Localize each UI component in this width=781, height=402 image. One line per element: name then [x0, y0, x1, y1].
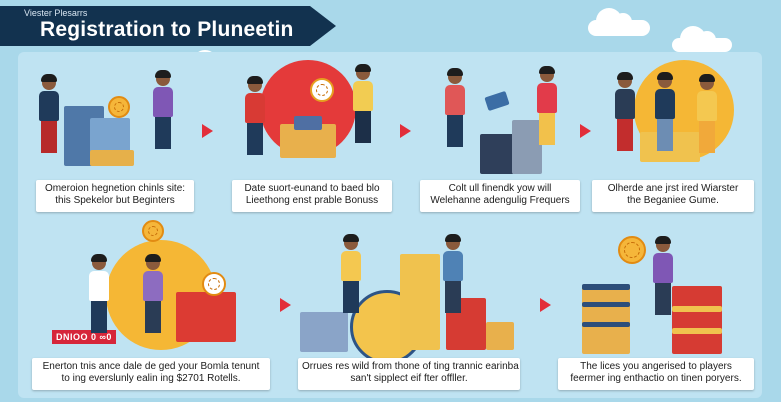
banner-subtitle: Viester Plesarrs	[24, 8, 88, 18]
step-arrow-icon	[202, 124, 213, 138]
title-banner: Viester Plesarrs Registration to Pluneet…	[0, 6, 336, 46]
step-4-line2: the Beganiee Gume.	[627, 195, 719, 206]
cloud-decoration	[672, 26, 732, 52]
step-1-line2: this Spekelor but Beginters	[55, 195, 175, 206]
step-6-line2: san't sipplect eif fter offller.	[350, 373, 468, 384]
step-1-illustration	[34, 66, 182, 176]
step-3-line1: Colt ull finendk yow will	[448, 183, 552, 194]
step-5-caption: Enerton tnis ance dale de ged your Bomla…	[32, 358, 270, 390]
step-1-caption: Omeroion hegnetion chinls site: this Spe…	[36, 180, 194, 212]
cloud-decoration	[588, 8, 650, 36]
step-5-illustration: DNIOO 0 ∞0	[50, 220, 250, 350]
step-7-caption: The lices you angerised to players feerm…	[558, 358, 754, 390]
step-3-illustration	[434, 64, 582, 174]
step-4-caption: Olherde ane jrst ired Wiarster the Began…	[592, 180, 754, 212]
step-2-illustration	[236, 60, 384, 170]
step-arrow-icon	[280, 298, 291, 312]
step-4-illustration	[608, 60, 756, 170]
step-6-caption: Orrues res wild from thone of ting trann…	[298, 358, 520, 390]
step-7-illustration	[572, 232, 732, 354]
step-2-caption: Date suort-eunand to baed blo Lieethong …	[232, 180, 392, 212]
step-2-line2: Lieethong enst prable Bonuss	[245, 195, 379, 206]
step-arrow-icon	[540, 298, 551, 312]
step-5-line2: to ing everslunly ealin ing $2701 Rotell…	[61, 373, 241, 384]
step-6-illustration	[300, 222, 520, 364]
step-1-line1: Omeroion hegnetion chinls site:	[44, 183, 186, 194]
page-title: Registration to Pluneetin	[40, 18, 294, 41]
step-3-caption: Colt ull finendk yow will Welehanne aden…	[420, 180, 580, 212]
step-4-line1: Olherde ane jrst ired Wiarster	[607, 183, 739, 194]
step-7-line1: The lices you angerised to players	[580, 361, 732, 372]
step-arrow-icon	[400, 124, 411, 138]
step-5-line1: Enerton tnis ance dale de ged your Bomla…	[42, 361, 260, 372]
step-7-line2: feermer ing enthactio on tinen poryers.	[570, 373, 742, 384]
step-arrow-icon	[580, 124, 591, 138]
step-3-line2: Welehanne adengulig Frequers	[430, 195, 570, 206]
promo-sign: DNIOO 0 ∞0	[52, 330, 116, 344]
step-2-line1: Date suort-eunand to baed blo	[244, 183, 380, 194]
step-6-line1: Orrues res wild from thone of ting trann…	[302, 361, 519, 372]
